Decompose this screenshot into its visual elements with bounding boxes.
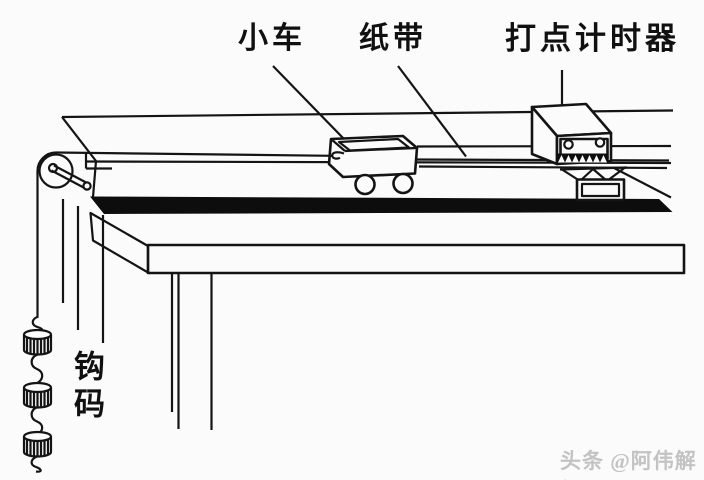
leader-lines — [272, 65, 564, 158]
weight-hatching — [25, 439, 50, 457]
tape-leader-line — [397, 65, 467, 158]
pulley — [36, 151, 92, 317]
pulley-wheel — [38, 153, 74, 189]
paper-tape-line — [412, 158, 670, 162]
cart-rim-left — [330, 138, 346, 152]
watermark: 头条 @阿伟解析 — [560, 449, 697, 480]
label-cart: 小车 — [238, 22, 306, 55]
table-right-corner-edge — [613, 167, 672, 199]
paper-tape — [412, 158, 670, 162]
weight-hatching — [25, 390, 50, 408]
table-front-edge-band — [90, 196, 673, 214]
string-to-cart — [55, 151, 334, 157]
pulley-bracket — [53, 164, 89, 185]
ticker-timer — [530, 102, 628, 202]
label-weights: 钩码 — [69, 350, 104, 424]
string-over-pulley — [36, 151, 57, 172]
cart-opening — [337, 137, 411, 152]
label-ticker-timer: 打点计时器 — [505, 21, 680, 56]
timer-stand-truss — [561, 166, 626, 183]
pulley-pivot — [82, 181, 92, 191]
cart-leader-line — [272, 65, 345, 140]
cart — [327, 134, 419, 196]
pulley-bracket — [50, 169, 87, 190]
timer-terminal — [563, 139, 574, 150]
weight-3 — [22, 430, 53, 458]
apron-front — [146, 243, 686, 275]
timer-terminal — [594, 137, 606, 148]
bottom-hook — [30, 455, 42, 473]
s-hook — [30, 405, 44, 436]
weight-hatching — [25, 337, 50, 355]
table-apron — [89, 211, 686, 275]
timer-base-inner — [580, 182, 621, 198]
apron-left-end — [89, 211, 150, 274]
cart-wheel — [392, 172, 414, 195]
table-legs — [61, 199, 213, 430]
cart-body — [327, 134, 419, 179]
timer-teeth — [558, 155, 607, 163]
cart-wheel — [354, 173, 376, 196]
weights-stack — [22, 315, 53, 473]
label-paper-tape: 纸带 — [359, 22, 427, 55]
track-bottom-edge — [418, 165, 668, 170]
weight-1 — [22, 328, 53, 356]
s-hook — [30, 353, 44, 385]
weight-2 — [22, 381, 53, 409]
